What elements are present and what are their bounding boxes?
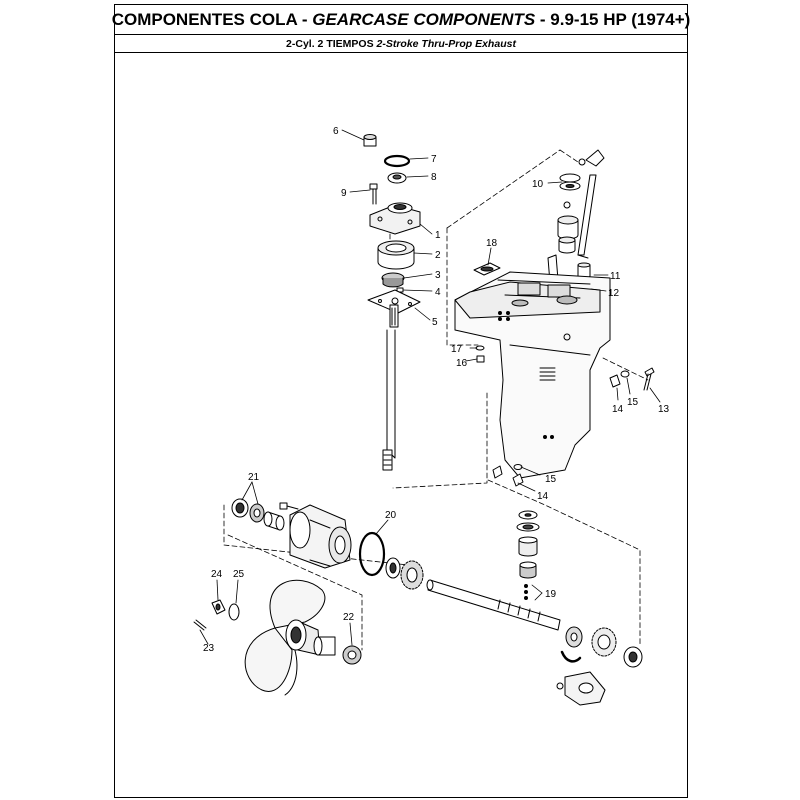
drain-screw [492, 465, 503, 479]
callout-25: 25 [233, 569, 245, 580]
part-10-bushings [557, 173, 581, 254]
callout-7: 7 [431, 154, 437, 165]
subtitle-english: 2-Stroke Thru-Prop Exhaust [376, 37, 516, 50]
callout-21: 21 [248, 472, 260, 483]
callout-9: 9 [341, 188, 347, 199]
part-1-pump-housing [369, 202, 421, 235]
part-9-screw [369, 183, 378, 205]
callout-11: 11 [610, 271, 621, 282]
part-2-liner [377, 240, 415, 270]
callout-16: 16 [456, 358, 468, 369]
callout-15-lower: 15 [545, 474, 557, 485]
part-8-seal [387, 172, 407, 184]
driveshaft [382, 304, 399, 471]
part-20-oring [358, 531, 386, 577]
carrier-screw [279, 502, 299, 510]
shift-cradle [556, 671, 606, 706]
part-5-plate [367, 289, 421, 314]
page-subtitle: 2-Cyl. 2 TIEMPOS 2-Stroke Thru-Prop Exha… [115, 35, 687, 53]
diagram-sheet: COMPONENTES COLA - GEARCASE COMPONENTS -… [111, 4, 691, 798]
forward-gear-assembly [560, 626, 643, 668]
callout-6: 6 [333, 126, 339, 137]
part-16-screw [476, 355, 485, 363]
callout-5: 5 [432, 317, 438, 328]
part-6-cap [363, 134, 377, 147]
callout-1: 1 [435, 230, 441, 241]
part-13-screw [643, 367, 655, 391]
bearing-carrier [289, 504, 352, 569]
callout-23: 23 [203, 643, 215, 654]
part-19-pinion-stack [516, 510, 540, 600]
callout-8: 8 [431, 172, 437, 183]
part-21-bearing-set [231, 498, 285, 531]
subtitle-spanish: 2-Cyl. 2 TIEMPOS [286, 37, 374, 50]
callout-labels: 6 7 8 9 1 2 3 4 5 10 11 12 13 14 15 16 1… [203, 126, 670, 654]
callout-20: 20 [385, 510, 397, 521]
callout-13: 13 [658, 404, 670, 415]
callout-18: 18 [486, 238, 498, 249]
callout-3: 3 [435, 270, 441, 281]
callout-leader-lines [199, 129, 661, 646]
callout-15-upper: 15 [627, 397, 639, 408]
callout-2: 2 [435, 250, 441, 261]
part-25-spacer [228, 603, 240, 621]
part-22-thrust-washer [313, 636, 362, 665]
callout-17: 17 [451, 344, 463, 355]
title-english: GEARCASE COMPONENTS [312, 9, 536, 29]
callout-14-upper: 14 [612, 404, 624, 415]
propeller [244, 579, 326, 696]
part-11-bushing [577, 262, 591, 279]
reverse-gear-assembly [385, 557, 424, 590]
part-7-oring [383, 154, 411, 168]
callout-19: 19 [545, 589, 557, 600]
shift-rod [577, 149, 605, 259]
callout-10: 10 [532, 179, 544, 190]
part-15-washer-upper [620, 370, 630, 378]
propeller-shaft [426, 579, 561, 631]
callout-4: 4 [435, 287, 441, 298]
callout-12: 12 [608, 288, 620, 299]
title-model: - 9.9-15 HP (1974+) [539, 9, 691, 29]
page-title: COMPONENTES COLA - GEARCASE COMPONENTS -… [111, 5, 691, 35]
part-14-plug-upper [609, 374, 621, 388]
callout-22: 22 [343, 612, 355, 623]
gearcase-housing [454, 271, 611, 479]
title-spanish: COMPONENTES COLA - [111, 9, 308, 29]
callout-24: 24 [211, 569, 223, 580]
part-24-nut [211, 599, 226, 615]
part-23-cotter-pin [193, 619, 207, 631]
callout-14-lower: 14 [537, 491, 549, 502]
part-18-grommet [473, 262, 501, 276]
part-3-impeller [381, 272, 405, 288]
part-14-plug-lower [512, 473, 524, 487]
